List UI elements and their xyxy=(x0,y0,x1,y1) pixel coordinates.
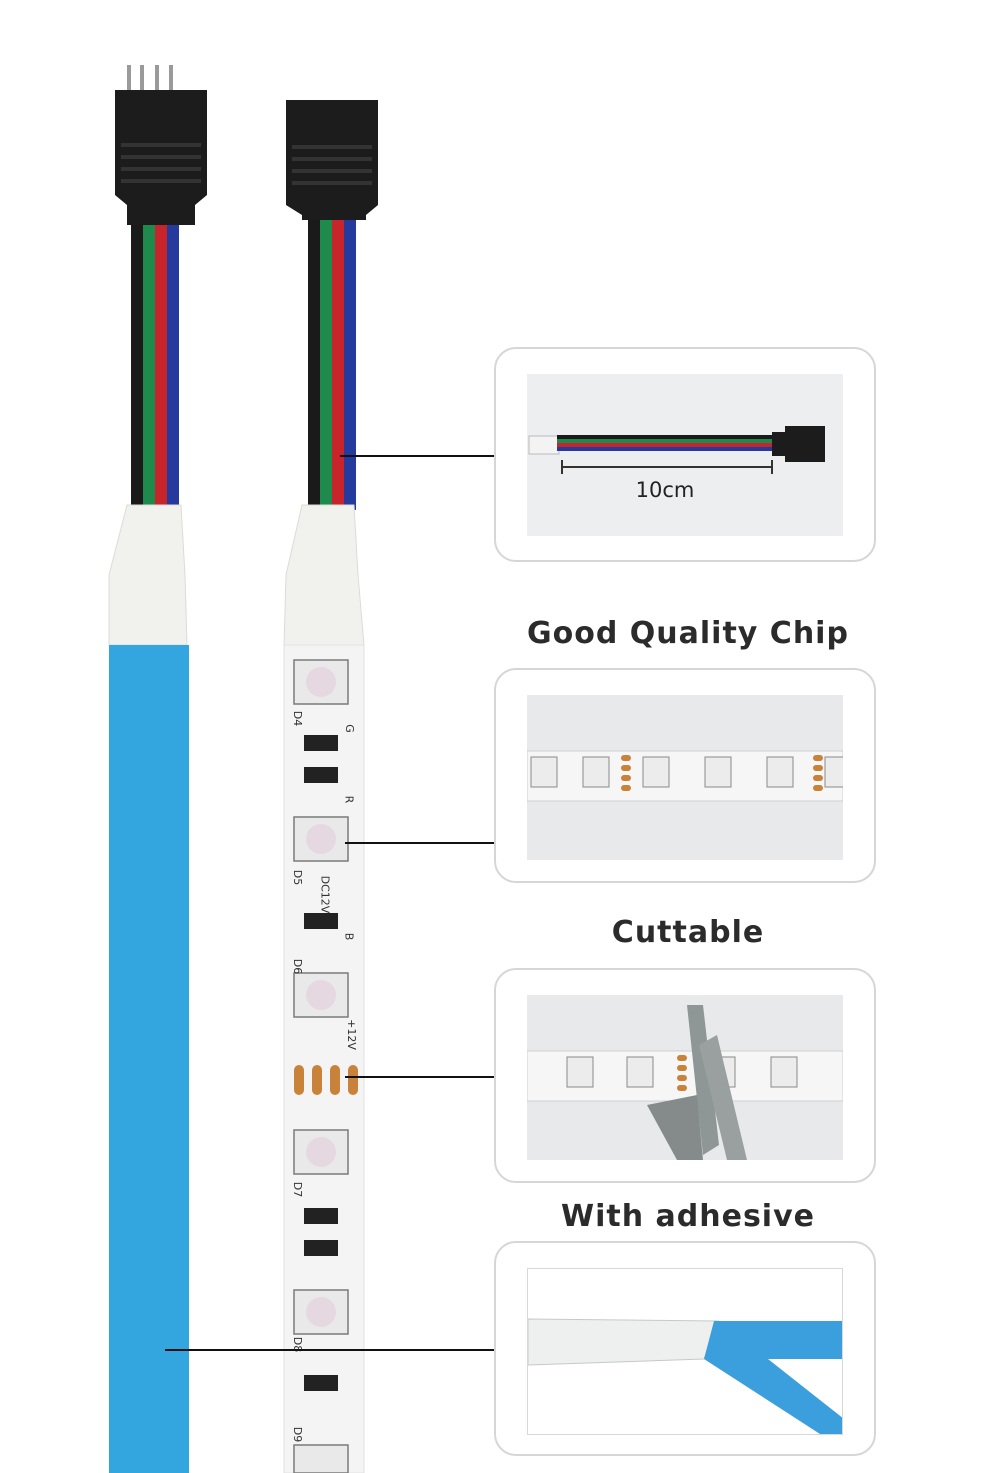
strip-label-b: B xyxy=(342,932,356,941)
adhesive-heading: With adhesive xyxy=(561,1199,815,1234)
leader-line-connector xyxy=(340,455,500,457)
chip-photo-graphic xyxy=(527,750,843,802)
female-connector-strip-graphic xyxy=(283,100,378,1473)
cuttable-photo-graphic xyxy=(527,1005,843,1160)
strip-label-d5: D5 xyxy=(291,869,305,886)
chip-heading: Good Quality Chip xyxy=(527,616,849,651)
leader-line-adhesive xyxy=(165,1349,500,1351)
adhesive-card xyxy=(494,1241,876,1456)
connector-photo: 10cm xyxy=(527,374,843,536)
strip-label-d7: D7 xyxy=(291,1181,305,1198)
chip-card xyxy=(494,668,876,883)
cuttable-card xyxy=(494,968,876,1183)
connector-length-card: 10cm xyxy=(494,347,876,562)
chip-photo xyxy=(527,695,843,860)
leader-line-chip xyxy=(345,842,500,844)
strip-label-d6: D6 xyxy=(291,958,305,975)
cuttable-heading: Cuttable xyxy=(611,915,765,950)
female-connector-strip xyxy=(272,95,382,1473)
connector-photo-graphic xyxy=(528,426,825,474)
strip-label-d4: D4 xyxy=(291,710,305,727)
strip-label-voltage: DC12V xyxy=(318,875,332,914)
leader-line-cut xyxy=(345,1076,500,1078)
adhesive-photo-graphic xyxy=(528,1318,842,1434)
cuttable-photo xyxy=(527,995,843,1160)
strip-label-plus12v: +12V xyxy=(344,1019,358,1050)
adhesive-photo xyxy=(527,1268,843,1435)
strip-label-g: G xyxy=(342,724,356,733)
strip-label-d9: D9 xyxy=(291,1426,305,1443)
male-connector-strip-graphic xyxy=(108,65,207,1473)
strip-label-r: R xyxy=(342,795,356,804)
connector-length-label: 10cm xyxy=(635,478,695,502)
male-connector-strip xyxy=(95,55,215,1473)
